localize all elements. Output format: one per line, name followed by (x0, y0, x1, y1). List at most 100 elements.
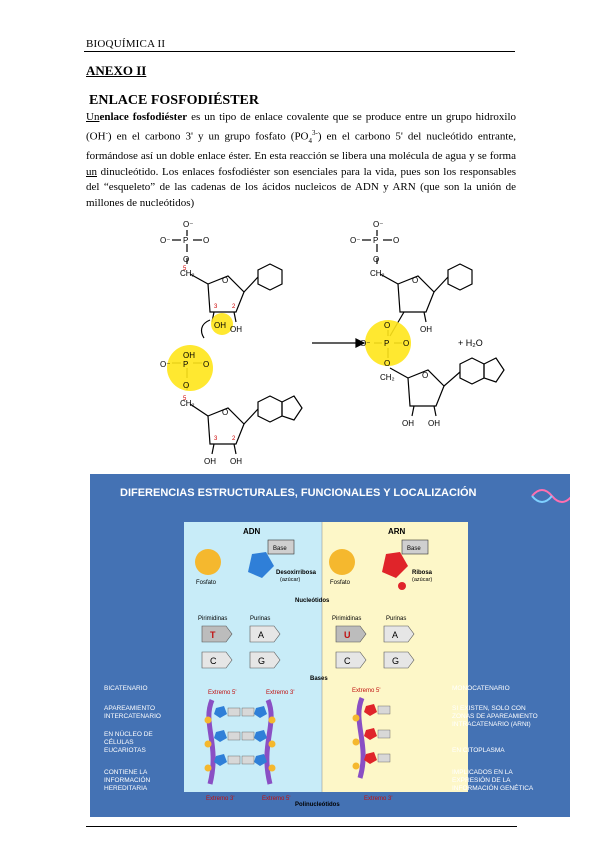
right-note-3: EN CITOPLASMA (452, 747, 505, 754)
highlight-phosphate-left (167, 345, 213, 391)
ribosa-label: Ribosa (412, 570, 433, 576)
dna-helix-icon (531, 489, 573, 503)
lbl-oh-2: OH (230, 325, 242, 334)
lbl-p-3: P (373, 236, 378, 245)
para-t4: dinucleótido. Los enlaces fosfodiéster s… (86, 165, 516, 209)
lbl-oh-7: OH (402, 419, 414, 428)
lbl-o-9: O (384, 359, 390, 368)
polinucleotidos-label: Polinucleótidos (295, 802, 340, 808)
lbl-o-minus-6: O⁻ (360, 339, 370, 348)
sup-3minus: 3- (312, 128, 318, 137)
lbl-ring-o-2: O (222, 408, 228, 417)
highlight-phosphate-right (365, 320, 411, 366)
ribose-pentagon (382, 552, 408, 578)
sup-minus: - (105, 128, 108, 137)
base-g-arn: G (392, 656, 399, 666)
arn-extremo3: Extremo 3' (364, 796, 393, 802)
adn-strand-right (264, 699, 274, 785)
running-header: BIOQUÍMICA II (86, 38, 166, 50)
bases-label: Bases (310, 676, 328, 682)
lbl-o-1: O (203, 236, 209, 245)
arn-phosphate-circle (329, 549, 355, 575)
lbl-ring-o-4: O (422, 371, 428, 380)
header-rule (84, 51, 515, 52)
sub-4: 4 (308, 136, 313, 145)
lbl-ring-o-1: O (222, 276, 228, 285)
lbl-p-4: P (384, 339, 389, 348)
lbl-o-minus-3: O⁻ (160, 360, 170, 369)
lbl-o-3: O (203, 360, 209, 369)
arn-base-box (401, 539, 429, 555)
infographic-title: DIFERENCIAS ESTRUCTURALES, FUNCIONALES Y… (120, 486, 477, 499)
lbl-water: + H₂O (458, 338, 483, 348)
arn-strand (356, 697, 366, 779)
adn-fosfato-label: Fosfato (196, 580, 217, 586)
nucleotidos-label: Nucleótidos (295, 598, 330, 604)
num-5-b: 5 (183, 396, 187, 402)
base-c-adn: C (210, 656, 217, 666)
adn-base-label: Base (273, 546, 287, 552)
adn-extremo3-bottom: Extremo 3' (206, 796, 235, 802)
highlight-oh (211, 313, 233, 335)
arn-pirimidinas: Pirimidinas (332, 616, 361, 622)
lbl-o-minus-5: O⁻ (350, 236, 360, 245)
lbl-ring-o-3: O (412, 276, 418, 285)
desoxirribosa-sub: (azúcar) (280, 577, 300, 583)
adn-phosphate-circle (195, 549, 221, 575)
num-5-a: 5 (183, 266, 187, 272)
word-un: Un (86, 111, 100, 123)
lbl-ch2-1: CH₂ (180, 269, 195, 278)
term-enlace: enlace fosfodiéster (99, 111, 188, 123)
adn-purinas: Purinas (250, 616, 270, 622)
body-paragraph: Unenlace fosfodiéster es un tipo de enla… (86, 110, 516, 211)
base-t: T (210, 630, 216, 640)
para-t1: es un tipo de enlace covalente que se pr… (86, 111, 517, 143)
lbl-oh-1: OH (214, 321, 226, 330)
adn-extremo5-a: Extremo 5' (208, 690, 237, 696)
lbl-p-1: P (183, 236, 188, 245)
arn-extremo5: Extremo 5' (352, 688, 381, 694)
footer-rule (86, 826, 517, 827)
lbl-o-minus-4: O⁻ (373, 220, 383, 229)
lbl-o-minus-2: O⁻ (160, 236, 170, 245)
ribose-oh-mark (398, 582, 406, 590)
ribosa-sub: (azúcar) (412, 577, 432, 583)
base-u: U (344, 630, 351, 640)
lbl-p-2: P (183, 360, 188, 369)
adn-extremo3-top: Extremo 3' (266, 690, 295, 696)
num-2-a: 2 (232, 304, 236, 310)
lbl-ch2-2: CH₂ (180, 399, 195, 408)
adn-extremo5-bottom: Extremo 5' (262, 796, 291, 802)
lbl-o-minus-1: O⁻ (183, 220, 193, 229)
para-t2: ) en el carbono 3' y un grupo fosfato (P… (107, 130, 309, 143)
base-c-arn: C (344, 656, 351, 666)
adn-base-box (267, 539, 295, 555)
base-a-arn: A (392, 630, 398, 640)
lbl-oh-8: OH (428, 419, 440, 428)
arn-purinas: Purinas (386, 616, 406, 622)
adn-pirimidinas: Pirimidinas (198, 616, 227, 622)
word-un2: un (86, 165, 97, 178)
section-title: ENLACE FOSFODIÉSTER (89, 93, 259, 108)
num-3-a: 3 (214, 304, 218, 310)
lbl-oh-6: OH (420, 325, 432, 334)
annex-title: ANEXO II (86, 63, 147, 78)
lbl-oh-5: OH (230, 457, 242, 466)
desoxirribosa-label: Desoxirribosa (276, 570, 317, 576)
phosphodiester-reaction-diagram: O⁻ P O⁻ O O CH₂ O OH OH OH P O⁻ O O CH₂ … (160, 220, 505, 466)
lbl-o-8: O (403, 339, 409, 348)
infographic-svg: DIFERENCIAS ESTRUCTURALES, FUNCIONALES Y… (104, 486, 573, 808)
arn-base-label: Base (407, 546, 421, 552)
adn-strand-left (206, 699, 216, 785)
base-g-adn: G (258, 656, 265, 666)
lbl-ch2-4: CH₂ (380, 373, 395, 382)
lbl-oh-4: OH (204, 457, 216, 466)
num-2-b: 2 (232, 436, 236, 442)
num-3-b: 3 (214, 436, 218, 442)
lbl-o-2: O (183, 255, 189, 264)
